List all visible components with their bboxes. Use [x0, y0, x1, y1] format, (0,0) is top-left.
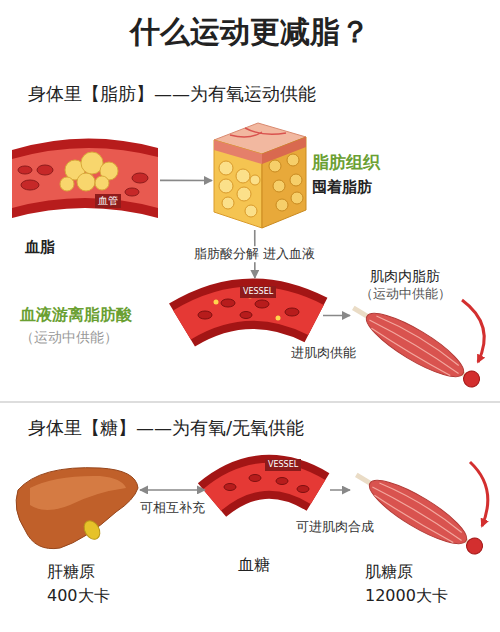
fat-tissue-illustration [214, 123, 306, 228]
vessel-tag: VESSEL [240, 286, 276, 298]
diagram-title: 什么运动更减脂？ [0, 12, 500, 51]
flow-arrow [160, 180, 212, 182]
vessel-fat-illustration [12, 138, 158, 218]
node-label: （运动中供能） [20, 329, 118, 346]
flow-arrow [323, 315, 350, 317]
section-divider [0, 401, 500, 403]
illustration-node: VESSEL血糖 [205, 455, 330, 525]
node-label: 血脂 [25, 238, 55, 256]
node-label: 脂肪组织 [312, 152, 380, 172]
node-label: 囤着脂肪 [312, 178, 372, 196]
liver-illustration [16, 468, 138, 549]
illustration-node: 肌糖原12000大卡 [350, 465, 480, 555]
illustration-node: VESSEL血液游离脂肪酸（运动中供能） [178, 278, 323, 353]
illustration-node: 脂肪组织囤着脂肪 [212, 120, 307, 230]
node-label: 肌糖原 [365, 562, 413, 581]
red-curved-arrow [470, 462, 488, 526]
arrow-label: 进肌肉供能 [289, 346, 358, 362]
vessel-illustration [212, 475, 318, 501]
illustration-node: 肝糖原400大卡 [15, 465, 140, 550]
illustration-node: 血管血脂 [10, 130, 160, 220]
vessel-tag: 血管 [95, 194, 121, 208]
muscle-illustration [346, 295, 487, 396]
arrow-label: 脂肪酸分解 进入血液 [192, 246, 317, 262]
section-heading: 身体里【糖】——为有氧/无氧供能 [28, 416, 304, 439]
muscle-illustration [349, 462, 490, 563]
node-label: 肝糖原 [47, 562, 95, 581]
section-heading: 身体里【脂肪】——为有氧运动供能 [28, 82, 316, 105]
arrow-label: 可进肌肉合成 [294, 519, 376, 535]
arrow-label: 可相互补充 [138, 500, 207, 516]
node-label: 12000大卡 [365, 586, 448, 605]
node-label: 血液游离脂肪酸 [20, 305, 132, 324]
illustration-node: 肌肉内脂肪（运动中供能） [350, 300, 480, 385]
node-label: （运动中供能） [360, 286, 451, 302]
node-label: 血糖 [238, 555, 270, 574]
node-label: 肌肉内脂肪 [370, 268, 440, 285]
flow-arrow [330, 489, 350, 491]
node-label: 400大卡 [47, 586, 110, 605]
flow-arrow [140, 489, 205, 491]
vessel-tag: VESSEL [265, 459, 301, 471]
vessel-illustration [182, 294, 316, 326]
red-curved-arrow [462, 300, 484, 362]
